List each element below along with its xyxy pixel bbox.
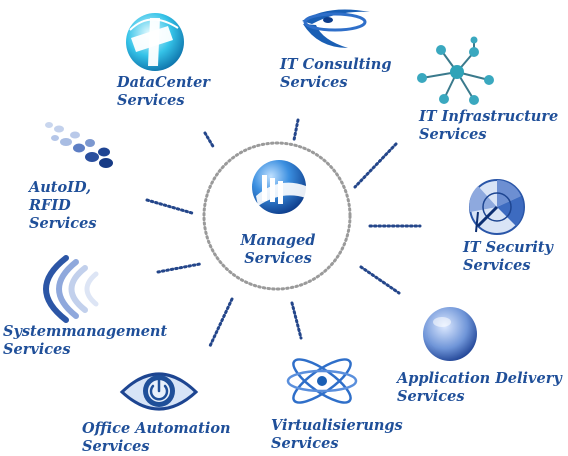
it-security-services-label[interactable]: IT Security Services — [463, 239, 553, 274]
connector-application-delivery — [359, 265, 401, 295]
application-delivery-services-label[interactable]: Application Delivery Services — [397, 370, 562, 405]
managed-services-logo-icon — [252, 160, 306, 214]
crescent-sphere-icon — [423, 307, 477, 361]
it-consulting-services-label[interactable]: IT Consulting Services — [280, 56, 392, 91]
connector-systemmanagement — [156, 262, 202, 274]
connector-autoid-rfid — [145, 198, 194, 215]
center-label: Managed Services — [240, 232, 316, 267]
center-dotted-ring — [202, 141, 352, 291]
connector-office-automation — [208, 297, 234, 348]
connector-datacenter — [203, 131, 216, 150]
virtualisierungs-services-label[interactable]: Virtualisierungs Services — [271, 417, 403, 452]
systemmanagement-services-label[interactable]: Systemmanagement Services — [3, 323, 168, 358]
atom-icon — [286, 358, 358, 404]
office-automation-services-label[interactable]: Office Automation Services — [82, 420, 231, 455]
security-radar-icon — [469, 179, 525, 235]
autoid-rfid-services-label[interactable]: AutoID, RFID Services — [29, 179, 97, 232]
rfid-dots-icon — [45, 122, 113, 168]
power-eye-icon — [119, 372, 199, 411]
swoosh-icon — [302, 9, 370, 48]
it-infrastructure-services-label[interactable]: IT Infrastructure Services — [419, 108, 559, 143]
connector-virtualisierungs — [290, 301, 303, 340]
datacenter-globe-icon — [126, 13, 184, 71]
network-nodes-icon — [417, 36, 494, 105]
connector-it-consulting — [292, 118, 300, 142]
connector-it-infrastructure — [353, 142, 398, 189]
signal-waves-icon — [43, 255, 99, 323]
datacenter-services-label[interactable]: DataCenter Services — [117, 74, 210, 109]
